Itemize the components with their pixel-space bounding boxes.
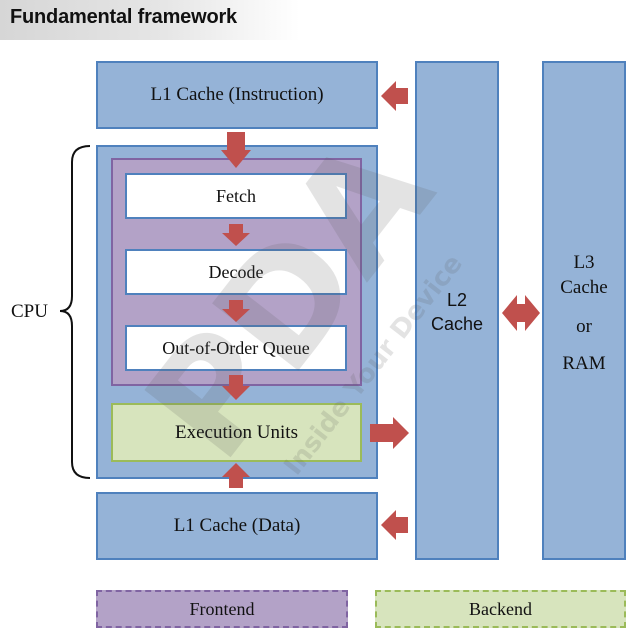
execution-units-block: Execution Units — [111, 403, 362, 462]
arrow-left-icon — [381, 510, 408, 540]
l3-line-3: or — [576, 316, 592, 337]
arrow-down-icon — [221, 132, 251, 168]
arrow-left-icon — [381, 81, 408, 111]
l2-line-2: Cache — [430, 314, 484, 334]
decode-block: Decode — [125, 249, 347, 295]
l1-data-cache: L1 Cache (Data) — [96, 492, 378, 560]
l3-line-4: RAM — [562, 353, 606, 374]
l1-data-label: L1 Cache (Data) — [173, 515, 301, 536]
cpu-brace — [59, 145, 91, 479]
watermark-logo: PDA Inside Your Device — [113, 107, 468, 490]
arrows — [221, 81, 540, 540]
l2-line-1: L2 — [446, 290, 468, 310]
decode-label: Decode — [208, 261, 264, 282]
page-title: Fundamental framework — [10, 6, 237, 28]
fetch-label: Fetch — [216, 185, 256, 206]
fetch-block: Fetch — [125, 173, 347, 219]
l3-line-1: L3 — [573, 252, 595, 273]
double-arrow-icon — [502, 295, 540, 331]
arrow-up-icon — [222, 463, 250, 488]
arrow-right-icon — [370, 417, 409, 449]
l1-instruction-cache: L1 Cache (Instruction) — [96, 61, 378, 129]
l1-instruction-label: L1 Cache (Instruction) — [150, 84, 324, 105]
title-bar — [0, 0, 300, 40]
l3-ram-text: L3 Cache or RAM — [542, 250, 626, 376]
execution-units-label: Execution Units — [175, 421, 298, 443]
legend-frontend: Frontend — [96, 590, 348, 628]
l3-ram — [542, 61, 626, 560]
arrow-down-icon — [222, 375, 250, 400]
legend-backend-label: Backend — [469, 598, 532, 619]
l2-cache-text: L2 Cache — [415, 288, 499, 336]
l3-line-2: Cache — [560, 277, 608, 298]
ooo-queue-label: Out-of-Order Queue — [162, 337, 310, 358]
arrow-down-icon — [222, 224, 250, 246]
arrow-down-icon — [222, 300, 250, 322]
legend-frontend-label: Frontend — [189, 598, 255, 619]
cpu-label: CPU — [11, 301, 48, 322]
legend-backend: Backend — [375, 590, 626, 628]
ooo-queue-block: Out-of-Order Queue — [125, 325, 347, 371]
l2-cache — [415, 61, 499, 560]
